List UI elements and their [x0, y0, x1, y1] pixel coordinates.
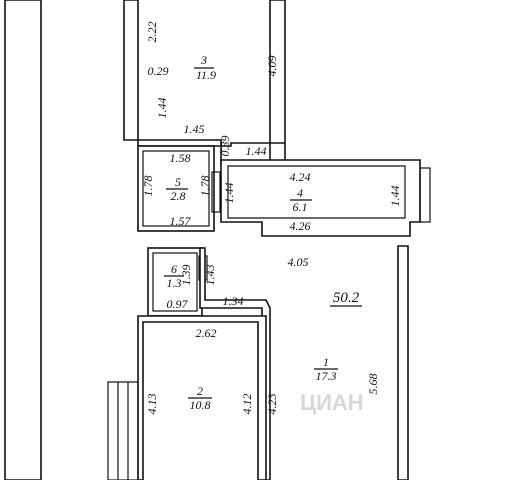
svg-text:6: 6 [171, 262, 177, 276]
svg-text:2: 2 [197, 384, 203, 398]
svg-text:11.9: 11.9 [196, 68, 216, 82]
dim-4-13: 4.13 [145, 394, 159, 415]
room-3-label: 3 11.9 [194, 53, 216, 82]
room-6-label: 6 1.3 [164, 262, 184, 290]
dim-1-57: 1.57 [170, 214, 192, 228]
room-4-label: 4 6.1 [290, 186, 312, 214]
dim-0-97: 0.97 [167, 297, 189, 311]
dim-1-78-l: 1.78 [141, 176, 155, 197]
outer-wall-right [397, 245, 409, 480]
dim-4-23: 4.23 [265, 394, 279, 415]
svg-text:17.3: 17.3 [316, 369, 337, 383]
room-5-label: 5 2.8 [166, 175, 188, 203]
dim-1-78-r: 1.78 [198, 176, 212, 197]
svg-text:10.8: 10.8 [190, 398, 211, 412]
outer-wall-left [4, 0, 42, 480]
room-4-inner [227, 165, 406, 219]
dim-1-44-r3: 1.44 [155, 98, 169, 119]
total-area: 50.2 [333, 290, 360, 306]
dim-1-44-top: 1.44 [246, 144, 267, 158]
room-2-walls [137, 315, 267, 480]
svg-text:5: 5 [175, 175, 181, 189]
dim-2-22: 2.22 [145, 22, 159, 43]
room-1-label: 1 17.3 [314, 355, 338, 383]
dim-1-45: 1.45 [184, 122, 205, 136]
dim-0-29: 0.29 [148, 64, 169, 78]
svg-text:1: 1 [323, 355, 329, 369]
dim-5-68: 5.68 [366, 374, 380, 395]
dim-1-43: 1.43 [203, 265, 217, 286]
balcony-door [419, 167, 431, 223]
room-5-inner [142, 150, 210, 227]
svg-text:2.8: 2.8 [171, 189, 186, 203]
dim-1-34: 1.34 [223, 294, 244, 308]
dim-4-09: 4.09 [265, 56, 279, 77]
room-5-box [137, 145, 215, 232]
dim-1-58: 1.58 [170, 151, 191, 165]
dim-0-39: 0.39 [218, 136, 232, 157]
room-6-box [147, 247, 203, 317]
dim-1-39: 1.39 [179, 265, 193, 286]
dim-1-44-v: 1.44 [222, 183, 236, 204]
entrance-steps [107, 381, 139, 480]
svg-text:3: 3 [200, 53, 207, 67]
door-5 [211, 171, 221, 213]
dim-4-24: 4.24 [290, 170, 311, 184]
watermark: ЦИАН [300, 390, 364, 415]
room-2-label: 2 10.8 [188, 384, 212, 412]
room-1-walls [199, 247, 271, 480]
dim-2-62: 2.62 [196, 326, 217, 340]
dim-4-26: 4.26 [290, 219, 311, 233]
dim-1-44-r4: 1.44 [388, 186, 402, 207]
svg-text:1.3: 1.3 [167, 276, 182, 290]
svg-text:4: 4 [297, 186, 303, 200]
room-6-inner [152, 252, 198, 312]
dim-4-12: 4.12 [240, 394, 254, 415]
dim-4-05: 4.05 [288, 255, 309, 269]
svg-text:6.1: 6.1 [293, 200, 308, 214]
